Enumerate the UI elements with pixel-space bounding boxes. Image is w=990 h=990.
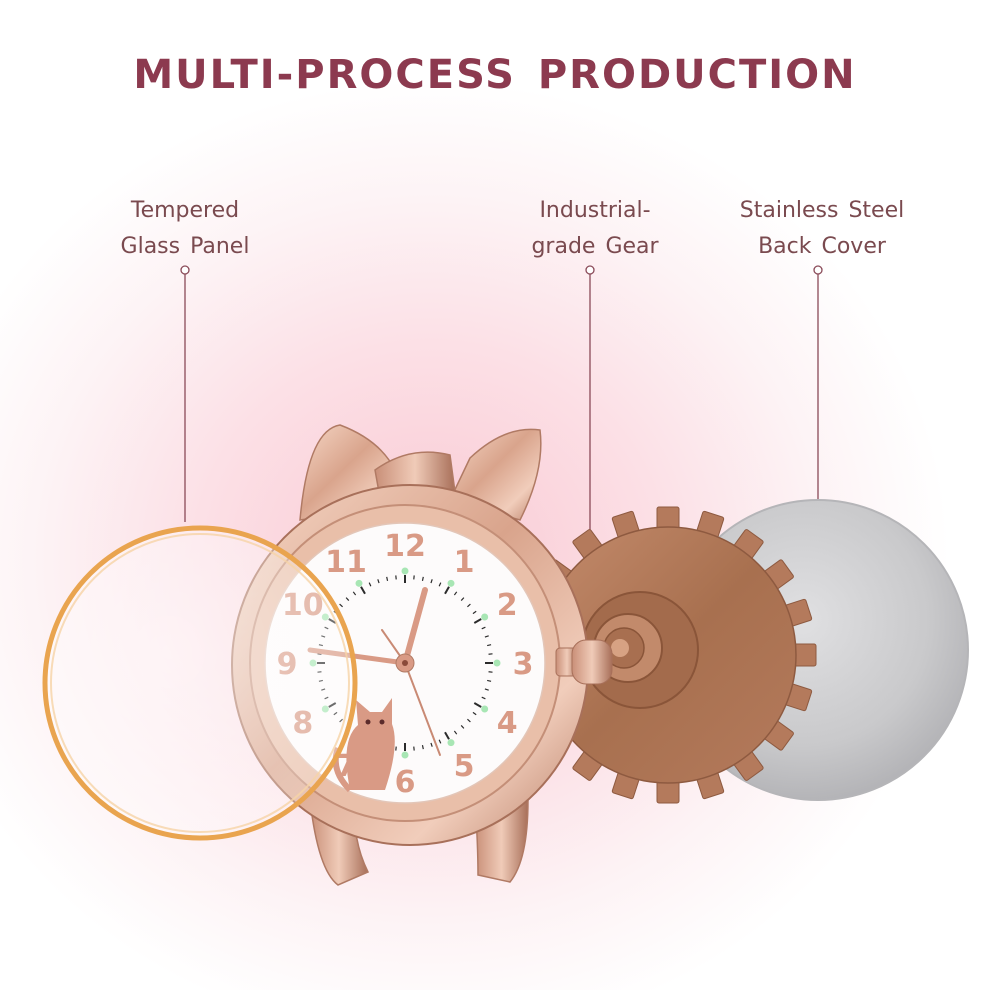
luminous-dot xyxy=(401,751,409,759)
gear-label-line1: Industrial- xyxy=(539,198,651,223)
minute-tick xyxy=(481,626,486,630)
minute-tick xyxy=(481,696,486,700)
minute-tick xyxy=(473,618,482,624)
minute-tick xyxy=(467,718,471,723)
minute-tick xyxy=(484,688,489,691)
minute-tick xyxy=(444,731,450,740)
minute-tick xyxy=(368,582,372,587)
minute-tick xyxy=(487,644,492,647)
gear-label-line2: grade Gear xyxy=(531,234,659,259)
minute-tick xyxy=(472,711,477,716)
back-cover-label: Stainless Steel Back Cover xyxy=(712,193,932,265)
minute-tick xyxy=(345,597,350,601)
minute-tick xyxy=(453,591,458,596)
glass-panel-label-line1: Tempered xyxy=(130,198,240,223)
glass-panel-label: Tempered Glass Panel xyxy=(95,193,275,265)
luminous-dot xyxy=(355,579,363,587)
minute-tick xyxy=(339,603,343,608)
minute-tick xyxy=(438,739,442,744)
minute-tick xyxy=(430,579,433,584)
minute-tick xyxy=(460,597,465,601)
minute-tick xyxy=(487,679,492,682)
page-title: MULTI-PROCESS PRODUCTION xyxy=(133,52,857,98)
cover-leader-dot xyxy=(813,265,823,275)
luminous-dot xyxy=(493,659,501,667)
copper-gear xyxy=(519,506,817,804)
gear-label: Industrial- grade Gear xyxy=(500,193,690,265)
minute-tick xyxy=(421,745,424,750)
dial-numeral: 2 xyxy=(497,588,518,623)
back-cover-label-line1: Stainless Steel xyxy=(739,198,905,223)
minute-tick xyxy=(484,635,489,638)
dial-numeral: 3 xyxy=(513,647,534,682)
dial-numeral: 1 xyxy=(454,545,475,580)
watch-crown xyxy=(555,639,613,685)
dial-numeral: 6 xyxy=(395,765,416,800)
leader-lines xyxy=(180,265,823,535)
minute-tick xyxy=(421,576,424,581)
dial-numeral: 12 xyxy=(384,529,426,564)
gear-leader-dot xyxy=(585,265,595,275)
minute-tick xyxy=(473,702,482,708)
minute-tick xyxy=(460,725,465,729)
minute-tick xyxy=(444,586,450,595)
dial-numeral: 5 xyxy=(454,749,475,784)
minute-tick xyxy=(360,586,366,595)
minute-tick xyxy=(453,730,458,735)
tempered-glass-panel xyxy=(42,525,358,841)
dial-numeral: 4 xyxy=(497,706,518,741)
luminous-dot xyxy=(401,567,409,575)
back-cover-label-line2: Back Cover xyxy=(758,234,886,259)
minute-tick xyxy=(467,603,471,608)
luminous-dot xyxy=(481,613,489,621)
minute-tick xyxy=(472,610,477,615)
luminous-dot xyxy=(447,579,455,587)
glass-leader-dot xyxy=(180,265,190,275)
minute-tick xyxy=(377,579,380,584)
glass-panel-label-line2: Glass Panel xyxy=(120,234,250,259)
luminous-dot xyxy=(447,739,455,747)
minute-tick xyxy=(352,591,357,596)
minute-tick xyxy=(438,582,442,587)
minute-tick xyxy=(386,576,389,581)
minute-tick xyxy=(430,742,433,747)
dial-numeral: 11 xyxy=(325,545,367,580)
luminous-dot xyxy=(481,705,489,713)
